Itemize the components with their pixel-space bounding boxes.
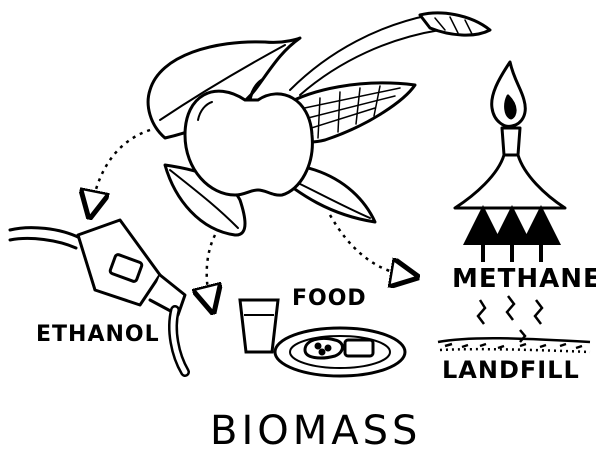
landfill-label: LANDFILL <box>442 356 580 384</box>
arrow-to-food <box>207 235 215 300</box>
fuel-nozzle-icon <box>10 220 185 372</box>
arrow-to-methane <box>330 215 405 275</box>
ethanol-label: ETHANOL <box>36 322 160 347</box>
food-label: FOOD <box>292 286 367 311</box>
gas-burner-flame-icon <box>455 62 565 208</box>
food-plate-icon <box>275 328 405 376</box>
biomass-plants-icon <box>148 13 490 235</box>
gas-zigzags <box>478 296 542 342</box>
methane-label: METHANE <box>452 264 596 294</box>
hose <box>10 228 80 238</box>
drinking-glass-icon <box>240 300 278 352</box>
burner-bell <box>455 155 565 208</box>
landfill-ground-icon <box>438 338 590 352</box>
burner-stem <box>502 128 520 155</box>
methane-rise-arrows <box>483 225 541 262</box>
arrow-to-ethanol <box>92 130 150 205</box>
diagram-title: BIOMASS <box>210 408 421 454</box>
